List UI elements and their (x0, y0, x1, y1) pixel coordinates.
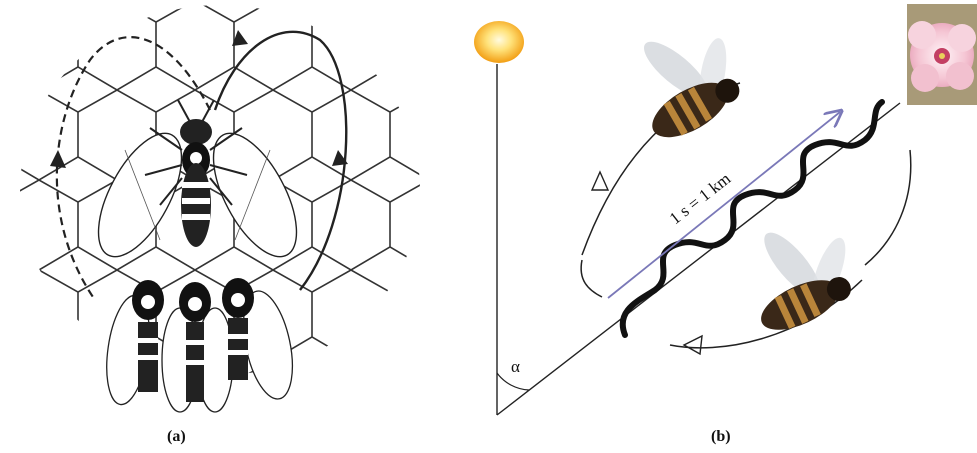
speed-label: 1 s = 1 km (666, 169, 734, 228)
honeycomb-diagram (0, 0, 470, 453)
bee-photo-upper (611, 2, 760, 149)
panel-a-caption: (a) (167, 428, 186, 446)
direction-diagram: α 1 s = 1 km (470, 0, 977, 453)
panel-b-caption: (b) (711, 428, 731, 446)
sun-icon (474, 21, 524, 63)
panel-b-dance-direction-diagram: α 1 s = 1 km (470, 0, 977, 453)
lower-arrowhead (684, 336, 702, 354)
left-lower-arc (581, 260, 602, 297)
angle-label: α (511, 357, 520, 376)
right-upper-arc (865, 150, 911, 265)
panel-a-waggle-dance-illustration: (a) (0, 0, 470, 453)
upper-left-arrowhead (592, 172, 608, 190)
flower-image (907, 4, 977, 105)
